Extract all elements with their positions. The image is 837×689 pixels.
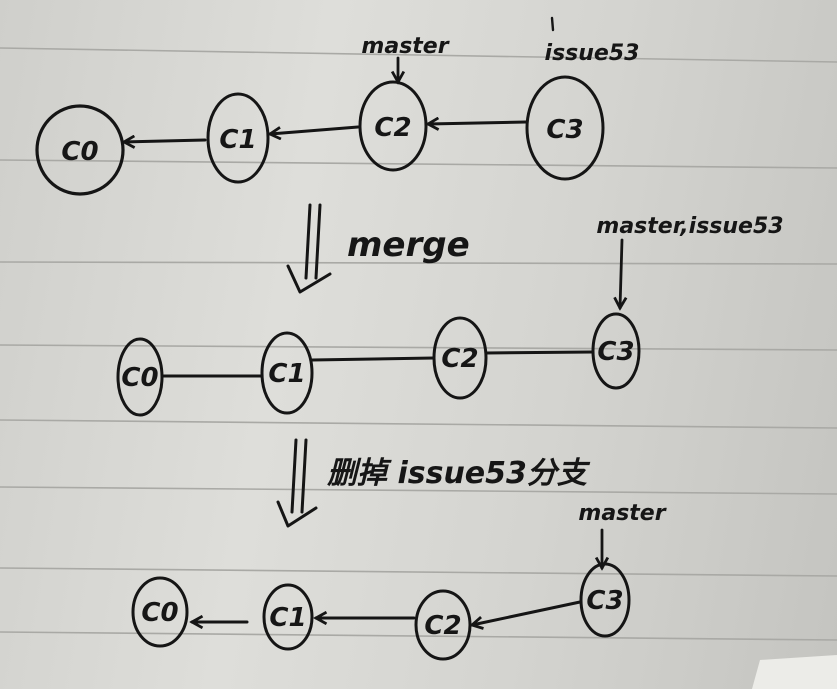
node-c0-circle	[131, 576, 189, 648]
merge-label: merge	[347, 225, 470, 265]
node-c2-label: C2	[424, 611, 461, 641]
double-arrow-1-left	[304, 203, 312, 280]
node-c3-label: C3	[586, 586, 623, 616]
double-arrow-2-left	[290, 438, 298, 514]
bottom-row: C0 C1 C2 C3	[131, 562, 631, 661]
second-row: C0 C1 C2 C3	[116, 312, 641, 417]
node-c3-label: C3	[597, 337, 634, 367]
node-c0-label: C0	[61, 137, 98, 167]
master-issue53-label: master,issue53	[596, 214, 783, 239]
double-arrow-1-right	[314, 203, 322, 280]
page-corner	[752, 655, 837, 689]
top-row: C0 C1 C2 C3 master issue53	[35, 16, 640, 196]
master-issue53-pointer	[620, 238, 622, 308]
edge-c2-c1	[270, 125, 360, 134]
master-label-top: master	[361, 34, 449, 59]
node-c1-label: C1	[219, 125, 256, 155]
edge-c3-c2	[472, 600, 582, 625]
issue53-label-top: issue53	[545, 41, 640, 66]
double-arrow-1-head	[286, 264, 332, 294]
double-arrow-2-head	[276, 500, 318, 528]
delete-step: 删掉 issue53分支 master	[276, 438, 667, 568]
node-c3-circle	[579, 562, 631, 638]
node-c2-label: C2	[441, 344, 478, 374]
node-c3-label: C3	[546, 115, 583, 145]
delete-branch-label: 删掉 issue53分支	[327, 456, 591, 491]
node-c3-circle	[525, 75, 605, 181]
merge-step: merge master,issue53	[286, 203, 784, 308]
node-c1-label: C1	[269, 603, 306, 633]
double-arrow-2-right	[300, 438, 308, 514]
edge-c1-c0	[124, 140, 207, 142]
edge-c3-c2	[428, 122, 528, 124]
edge-c1-c2	[310, 356, 436, 362]
node-c1-label: C1	[268, 359, 305, 389]
issue53-tick	[550, 16, 555, 32]
node-c0-label: C0	[141, 598, 178, 628]
node-c1-circle	[260, 331, 314, 415]
edge-c2-c3	[484, 350, 595, 355]
node-c0-label: C0	[121, 363, 158, 393]
node-c2-label: C2	[374, 113, 411, 143]
master-label-bottom: master	[578, 501, 666, 526]
ruled-lines	[0, 47, 837, 641]
node-c0-circle	[35, 104, 125, 196]
node-c1-circle	[262, 583, 314, 651]
